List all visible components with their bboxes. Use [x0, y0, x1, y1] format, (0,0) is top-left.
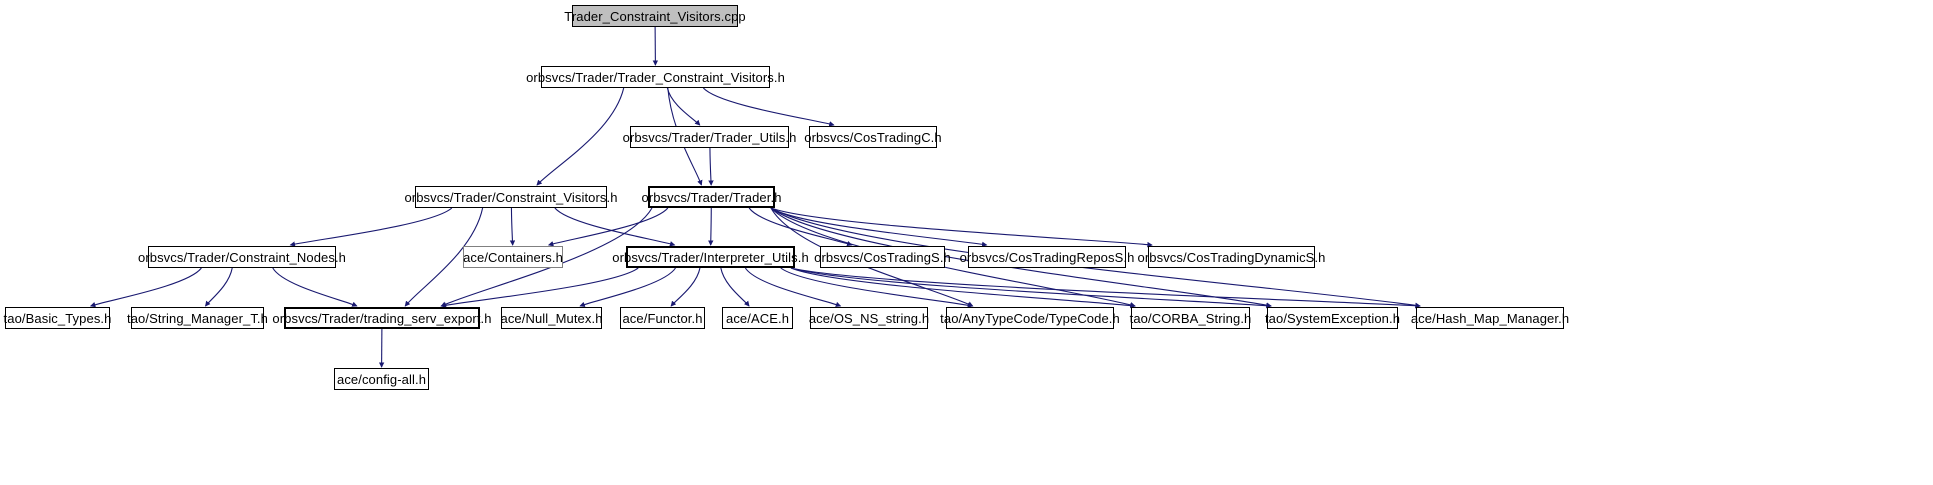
graph-node-label: Trader_Constraint_Visitors.cpp — [564, 8, 746, 24]
graph-node-label: orbsvcs/CosTradingS.h — [814, 249, 951, 265]
graph-node-orbsvcs-trader-trading-serv-export-h[interactable]: orbsvcs/Trader/trading_serv_export.h — [272, 307, 491, 329]
graph-edge — [205, 267, 233, 307]
graph-node-label: orbsvcs/CosTradingDynamicS.h — [1137, 249, 1326, 265]
graph-node-label: orbsvcs/Trader/Trader.h — [641, 189, 782, 205]
graph-edge — [770, 207, 988, 248]
graph-edge — [748, 207, 853, 247]
graph-node-ace-ace-h[interactable]: ace/ACE.h — [722, 307, 793, 329]
graph-edge — [790, 267, 1421, 309]
graph-node-orbsvcs-costradings-h[interactable]: orbsvcs/CosTradingS.h — [814, 246, 951, 268]
graph-node-label: orbsvcs/Trader/trading_serv_export.h — [272, 310, 492, 326]
graph-node-label: tao/Basic_Types.h — [3, 310, 112, 326]
graph-edge — [790, 267, 1272, 309]
graph-edge — [708, 207, 714, 246]
graph-node-orbsvcs-costradingc-h[interactable]: orbsvcs/CosTradingC.h — [804, 126, 942, 148]
graph-edge — [720, 267, 750, 307]
graph-node-label: orbsvcs/Trader/Trader_Utils.h — [622, 129, 797, 145]
graph-edge — [670, 267, 701, 307]
graph-edge — [708, 147, 714, 186]
graph-node-label: ace/Functor.h — [622, 310, 703, 326]
graph-node-label: ace/Containers.h — [463, 249, 563, 265]
graph-edge — [790, 267, 1136, 309]
graph-edge — [272, 267, 358, 307]
graph-node-label: tao/String_Manager_T.h — [127, 310, 268, 326]
graph-node-orbsvcs-trader-trader-utils-h[interactable]: orbsvcs/Trader/Trader_Utils.h — [623, 126, 796, 148]
graph-node-tao-corba-string-h[interactable]: tao/CORBA_String.h — [1130, 307, 1251, 329]
graph-edge — [509, 207, 516, 246]
graph-node-orbsvcs-trader-interpreter-utils-h[interactable]: orbsvcs/Trader/Interpreter_Utils.h — [612, 246, 809, 268]
graph-node-ace-config-all-h[interactable]: ace/config-all.h — [334, 368, 429, 390]
graph-edge — [666, 87, 701, 126]
graph-node-ace-os-ns-string-h[interactable]: ace/OS_NS_string.h — [809, 307, 929, 329]
graph-node-orbsvcs-trader-constraint-nodes-h[interactable]: orbsvcs/Trader/Constraint_Nodes.h — [138, 246, 346, 268]
graph-node-orbsvcs-costradingdynamics-h[interactable]: orbsvcs/CosTradingDynamicS.h — [1138, 246, 1325, 268]
graph-edge — [702, 87, 835, 127]
graph-node-label: tao/SystemException.h — [1264, 310, 1401, 326]
graph-node-label: orbsvcs/Trader/Constraint_Visitors.h — [404, 189, 618, 205]
graph-node-ace-null-mutex-h[interactable]: ace/Null_Mutex.h — [500, 307, 602, 329]
graph-node-tao-basic-types-h[interactable]: tao/Basic_Types.h — [4, 307, 111, 329]
graph-edge — [440, 267, 639, 308]
graph-edge — [289, 207, 453, 247]
graph-node-label: ace/Hash_Map_Manager.h — [1410, 310, 1570, 326]
graph-edge — [744, 267, 842, 308]
graph-edge — [579, 267, 676, 308]
graph-edge — [89, 267, 202, 308]
graph-edge — [780, 267, 974, 308]
graph-node-label: tao/CORBA_String.h — [1129, 310, 1252, 326]
graph-node-label: orbsvcs/CosTradingReposS.h — [959, 249, 1135, 265]
graph-node-label: orbsvcs/Trader/Trader_Constraint_Visitor… — [526, 69, 785, 85]
graph-node-label: tao/AnyTypeCode/TypeCode.h — [940, 310, 1120, 326]
graph-node-label: ace/Null_Mutex.h — [500, 310, 603, 326]
graph-node-ace-containers-h[interactable]: ace/Containers.h — [463, 246, 563, 268]
graph-node-label: ace/config-all.h — [336, 371, 427, 387]
graph-edge — [770, 207, 1153, 248]
graph-node-ace-functor-h[interactable]: ace/Functor.h — [620, 307, 705, 329]
graph-node-orbsvcs-costradingreposs-h[interactable]: orbsvcs/CosTradingReposS.h — [960, 246, 1134, 268]
graph-node-label: ace/OS_NS_string.h — [808, 310, 930, 326]
graph-node-tao-string-manager-t-h[interactable]: tao/String_Manager_T.h — [127, 307, 268, 329]
graph-node-tao-systemexception-h[interactable]: tao/SystemException.h — [1265, 307, 1400, 329]
graph-node-trader-constraint-visitors-cpp[interactable]: Trader_Constraint_Visitors.cpp — [564, 5, 746, 27]
graph-edge — [554, 207, 676, 247]
graph-edge — [547, 207, 669, 247]
graph-node-label: orbsvcs/Trader/Constraint_Nodes.h — [137, 249, 347, 265]
graph-edge — [536, 87, 625, 186]
graph-node-label: orbsvcs/Trader/Interpreter_Utils.h — [612, 249, 809, 265]
graph-node-label: ace/ACE.h — [725, 310, 790, 326]
graph-node-ace-hash-map-manager-h[interactable]: ace/Hash_Map_Manager.h — [1411, 307, 1569, 329]
graph-node-orbsvcs-trader-trader-h[interactable]: orbsvcs/Trader/Trader.h — [641, 186, 781, 208]
graph-node-label: orbsvcs/CosTradingC.h — [804, 129, 942, 145]
graph-node-orbsvcs-trader-constraint-visitors-h[interactable]: orbsvcs/Trader/Constraint_Visitors.h — [404, 186, 617, 208]
graph-node-tao-anytypecode-typecode-h[interactable]: tao/AnyTypeCode/TypeCode.h — [940, 307, 1120, 329]
graph-node-orbsvcs-trader-trader-constraint-visitors-h[interactable]: orbsvcs/Trader/Trader_Constraint_Visitor… — [526, 66, 785, 88]
